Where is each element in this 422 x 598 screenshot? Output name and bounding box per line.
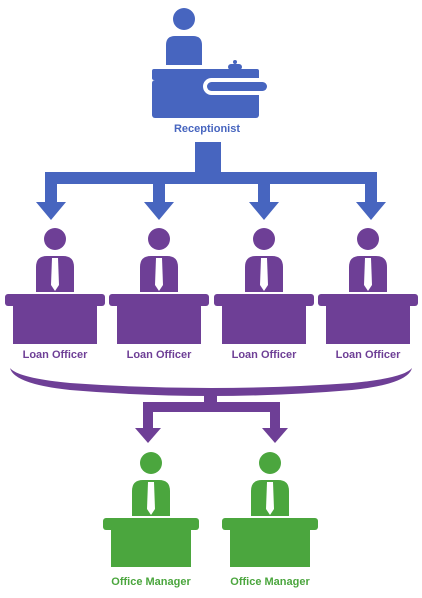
person-icon (140, 228, 178, 292)
loan-officer-label: Loan Officer (127, 349, 193, 361)
reception-desk-icon (152, 60, 271, 118)
office-manager-label: Office Manager (111, 576, 191, 588)
desk-icon (214, 294, 314, 344)
person-icon (245, 228, 283, 292)
down-arrow-icon (135, 402, 161, 443)
desk-icon (109, 294, 209, 344)
loan-officer-connector (10, 368, 412, 443)
loan-officer-label: Loan Officer (336, 349, 402, 361)
office-manager-node: Office Manager (222, 452, 318, 588)
loan-officer-node: Loan Officer (109, 228, 209, 361)
office-manager-label: Office Manager (230, 576, 310, 588)
loan-officer-node: Loan Officer (214, 228, 314, 361)
person-icon (132, 452, 170, 516)
down-arrow-icon (144, 172, 174, 220)
loan-officer-node: Loan Officer (318, 228, 418, 361)
down-arrow-icon (356, 172, 386, 220)
receptionist-node: Receptionist (152, 8, 271, 135)
loan-officer-label: Loan Officer (23, 349, 89, 361)
receptionist-label: Receptionist (174, 123, 240, 135)
person-icon (349, 228, 387, 292)
loan-officer-node: Loan Officer (5, 228, 105, 361)
office-manager-node: Office Manager (103, 452, 199, 588)
desk-icon (318, 294, 418, 344)
receptionist-person-icon (166, 8, 202, 65)
down-arrow-icon (262, 402, 288, 443)
desk-icon (222, 518, 318, 567)
loan-officer-label: Loan Officer (232, 349, 298, 361)
desk-icon (103, 518, 199, 567)
down-arrow-icon (36, 172, 66, 220)
receptionist-connector (36, 142, 386, 220)
person-icon (36, 228, 74, 292)
down-arrow-icon (249, 172, 279, 220)
curved-bracket (10, 368, 412, 396)
person-icon (251, 452, 289, 516)
desk-icon (5, 294, 105, 344)
